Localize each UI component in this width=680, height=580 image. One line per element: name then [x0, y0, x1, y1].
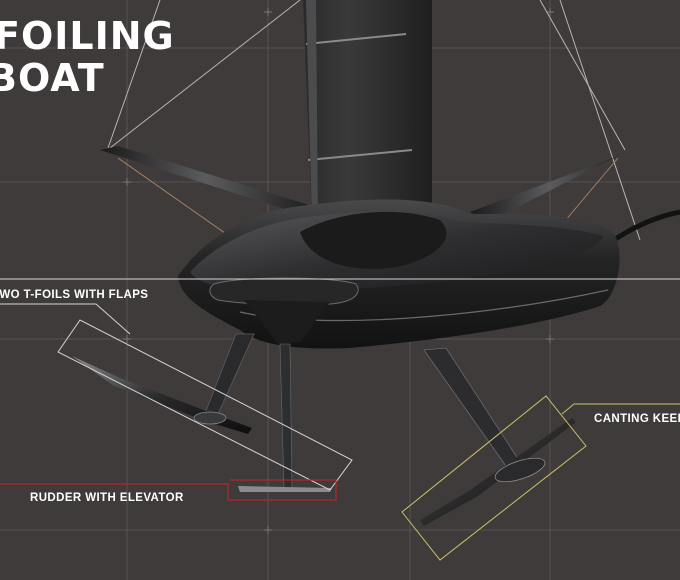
sail-batten-1: [305, 33, 407, 45]
callout-keel: [401, 395, 680, 561]
sail-highlight: [306, 0, 318, 222]
bow-fairing: [209, 277, 359, 306]
keel-label: CANTING KEEL: [594, 413, 680, 425]
title-line-1: FOILING: [0, 14, 175, 58]
rudder-elevator: [238, 486, 332, 492]
rudder-label: RUDDER WITH ELEVATOR: [30, 492, 184, 504]
rudder-blade: [279, 343, 293, 489]
bow-fairing-base: [244, 300, 330, 344]
right-foil-arm-upper: [470, 150, 630, 222]
callout-rudder: [0, 479, 337, 501]
title-line-2: BOAT: [0, 56, 105, 100]
cockpit-recess: [300, 211, 447, 269]
left-foil-arm-upper: [100, 146, 312, 214]
sail-batten-2: [307, 149, 413, 161]
rigging-lines: [107, 0, 641, 241]
left-foil-strut: [203, 333, 255, 417]
t-foils-label: TWO T-FOILS WITH FLAPS: [0, 289, 149, 301]
keel-strut: [423, 347, 521, 467]
callout-t-foils: [0, 278, 353, 491]
wing-sail: [303, 0, 432, 222]
keel-bulb: [494, 457, 546, 483]
left-foil-bulb: [193, 411, 227, 425]
